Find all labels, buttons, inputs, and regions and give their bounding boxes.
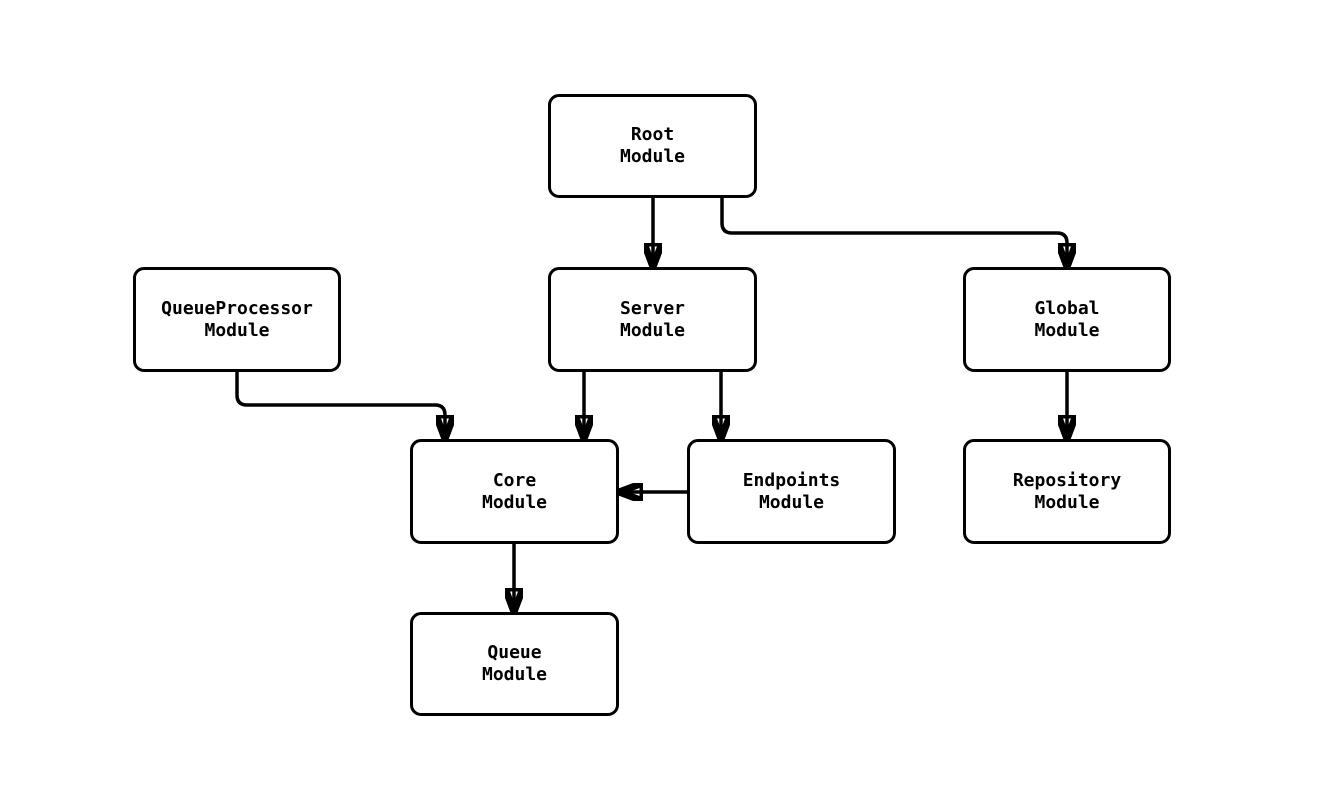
edge-root-to-global <box>720 198 1067 265</box>
node-label-line: Module <box>1034 491 1100 513</box>
node-endpoints-module: Endpoints Module <box>687 439 896 544</box>
node-label-line: Endpoints <box>742 469 841 491</box>
node-label-line: QueueProcessor <box>161 297 313 319</box>
node-label-line: Module <box>619 319 686 341</box>
node-label-line: Queue <box>487 642 542 663</box>
node-label-line: Module <box>481 491 548 513</box>
node-endpoints-module-label: Endpoints Module <box>743 470 841 514</box>
node-server-module: Server Module <box>548 267 757 372</box>
node-queue-module: Queue Module <box>410 612 619 716</box>
edge-queue-processor-to-core <box>235 372 445 437</box>
node-repository-module-label: Repository Module <box>1013 470 1121 514</box>
node-label-line: Repository <box>1012 469 1122 491</box>
node-global-module-label: Global Module <box>1034 298 1099 342</box>
node-root-module-label: Root Module <box>620 124 685 168</box>
node-core-module: Core Module <box>410 439 619 544</box>
node-label-line: Module <box>481 664 548 685</box>
node-label-line: Module <box>619 146 686 167</box>
node-server-module-label: Server Module <box>620 298 685 342</box>
node-repository-module: Repository Module <box>963 439 1171 544</box>
node-queue-module-label: Queue Module <box>482 642 547 686</box>
node-queue-processor-module: QueueProcessor Module <box>133 267 341 372</box>
node-queue-processor-module-label: QueueProcessor Module <box>161 298 313 342</box>
node-core-module-label: Core Module <box>482 470 547 514</box>
node-label-line: Root <box>630 124 675 145</box>
node-label-line: Global <box>1034 297 1100 319</box>
node-label-line: Module <box>1034 319 1100 341</box>
node-label-line: Server <box>619 297 686 319</box>
node-label-line: Core <box>492 469 537 491</box>
node-label-line: Module <box>758 491 824 513</box>
node-global-module: Global Module <box>963 267 1171 372</box>
node-root-module: Root Module <box>548 94 757 198</box>
node-label-line: Module <box>204 319 270 341</box>
